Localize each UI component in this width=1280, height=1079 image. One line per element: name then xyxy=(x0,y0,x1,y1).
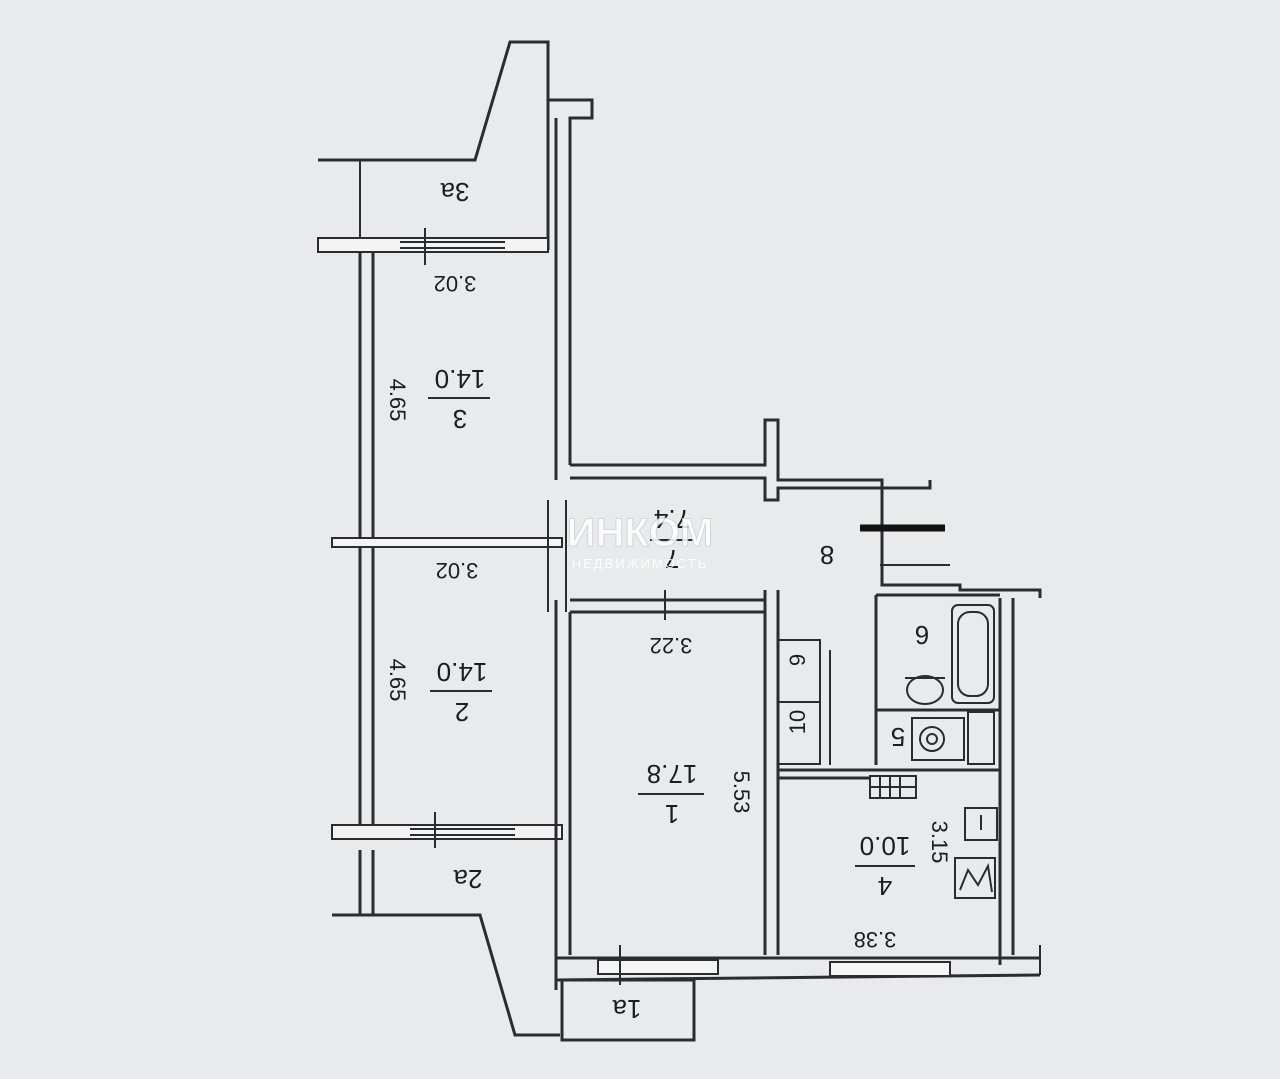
dim-room1-width: 3.22 xyxy=(650,633,693,658)
dim-room3-length: 4.65 xyxy=(385,379,410,422)
watermark-brand: ИНКОМ xyxy=(567,511,713,555)
central-spine-wall xyxy=(546,80,594,990)
dim-room2-width-group: 3.02 xyxy=(436,558,479,583)
room-10-label: 10 xyxy=(785,710,810,734)
hall-walls xyxy=(570,418,932,955)
dim-room4-width-group: 3.38 xyxy=(854,927,897,952)
balcony-1a-outline xyxy=(560,978,696,1042)
room-4-label-group: 4 10.0 xyxy=(855,831,915,901)
radiator-icon xyxy=(869,775,917,799)
room-6-label-group: 6 xyxy=(915,620,929,650)
room-1-label-group: 1 17.8 xyxy=(638,759,704,829)
bottom-exterior-wall xyxy=(555,945,1041,985)
room-3a-label-group: 3a xyxy=(440,177,469,207)
room-2-area: 14.0 xyxy=(437,657,488,687)
room-1-area: 17.8 xyxy=(647,759,698,789)
room-10-label-group: 10 xyxy=(785,710,810,734)
dim-room3-width-group: 3.02 xyxy=(434,271,477,296)
dim-room2-length: 4.65 xyxy=(385,659,410,702)
room-5-label-group: 5 xyxy=(891,722,905,752)
watermark: ИНКОМ НЕДВИЖИМОСТЬ xyxy=(566,511,713,572)
room-9-label: 9 xyxy=(785,654,810,666)
room-2-number: 2 xyxy=(455,697,469,727)
room-1a-label: 1a xyxy=(612,994,641,1024)
dim-room4-length-group: 3.15 xyxy=(927,821,952,864)
room-9-label-group: 9 xyxy=(785,654,810,666)
sink-icon xyxy=(905,675,945,705)
dim-room3-width: 3.02 xyxy=(434,271,477,296)
kitchen-sink-icon xyxy=(964,807,998,841)
room-7-area: 7.4 xyxy=(654,504,690,534)
wall-3a-3 xyxy=(317,228,549,265)
dim-room4-width: 3.38 xyxy=(854,927,897,952)
balcony-2a-outline xyxy=(332,913,560,1037)
room-8-label: 8 xyxy=(820,540,834,570)
closets xyxy=(777,639,831,765)
dim-room1-length: 5.53 xyxy=(729,771,754,814)
room-3-area: 14.0 xyxy=(435,364,486,394)
room-1a-label-group: 1a xyxy=(612,994,641,1024)
room-3-label-group: 3 14.0 xyxy=(428,364,490,434)
room-8-label-group: 8 xyxy=(820,540,834,570)
dim-room1-width-group: 3.22 xyxy=(650,633,693,658)
dim-room2-length-group: 4.65 xyxy=(385,659,410,702)
dim-room1-length-group: 5.53 xyxy=(729,771,754,814)
room-3a-label: 3a xyxy=(440,177,469,207)
left-exterior-wall xyxy=(358,250,375,915)
room-7-label-group: 7 7.4 xyxy=(650,504,694,574)
room-5-label: 5 xyxy=(891,722,905,752)
toilet-icon xyxy=(911,711,995,765)
wall-3-2 xyxy=(331,537,563,548)
dim-room3-length-group: 4.65 xyxy=(385,379,410,422)
room-7-number: 7 xyxy=(665,544,679,574)
room-2a-label: 2a xyxy=(453,864,482,894)
balcony-3a-outline xyxy=(318,40,550,250)
room-2a-label-group: 2a xyxy=(453,864,482,894)
dim-room2-width: 3.02 xyxy=(436,558,479,583)
room-6-label: 6 xyxy=(915,620,929,650)
room-2-label-group: 2 14.0 xyxy=(430,657,492,727)
room-4-number: 4 xyxy=(878,871,892,901)
right-block-walls xyxy=(778,488,1042,965)
room-3-number: 3 xyxy=(453,404,467,434)
stove-icon xyxy=(954,857,996,899)
watermark-tagline: НЕДВИЖИМОСТЬ xyxy=(572,556,709,571)
dim-room4-length: 3.15 xyxy=(927,821,952,864)
room-4-area: 10.0 xyxy=(860,831,911,861)
bathtub-icon xyxy=(951,604,995,704)
room-1-number: 1 xyxy=(665,799,679,829)
wall-2-2a xyxy=(331,812,563,848)
